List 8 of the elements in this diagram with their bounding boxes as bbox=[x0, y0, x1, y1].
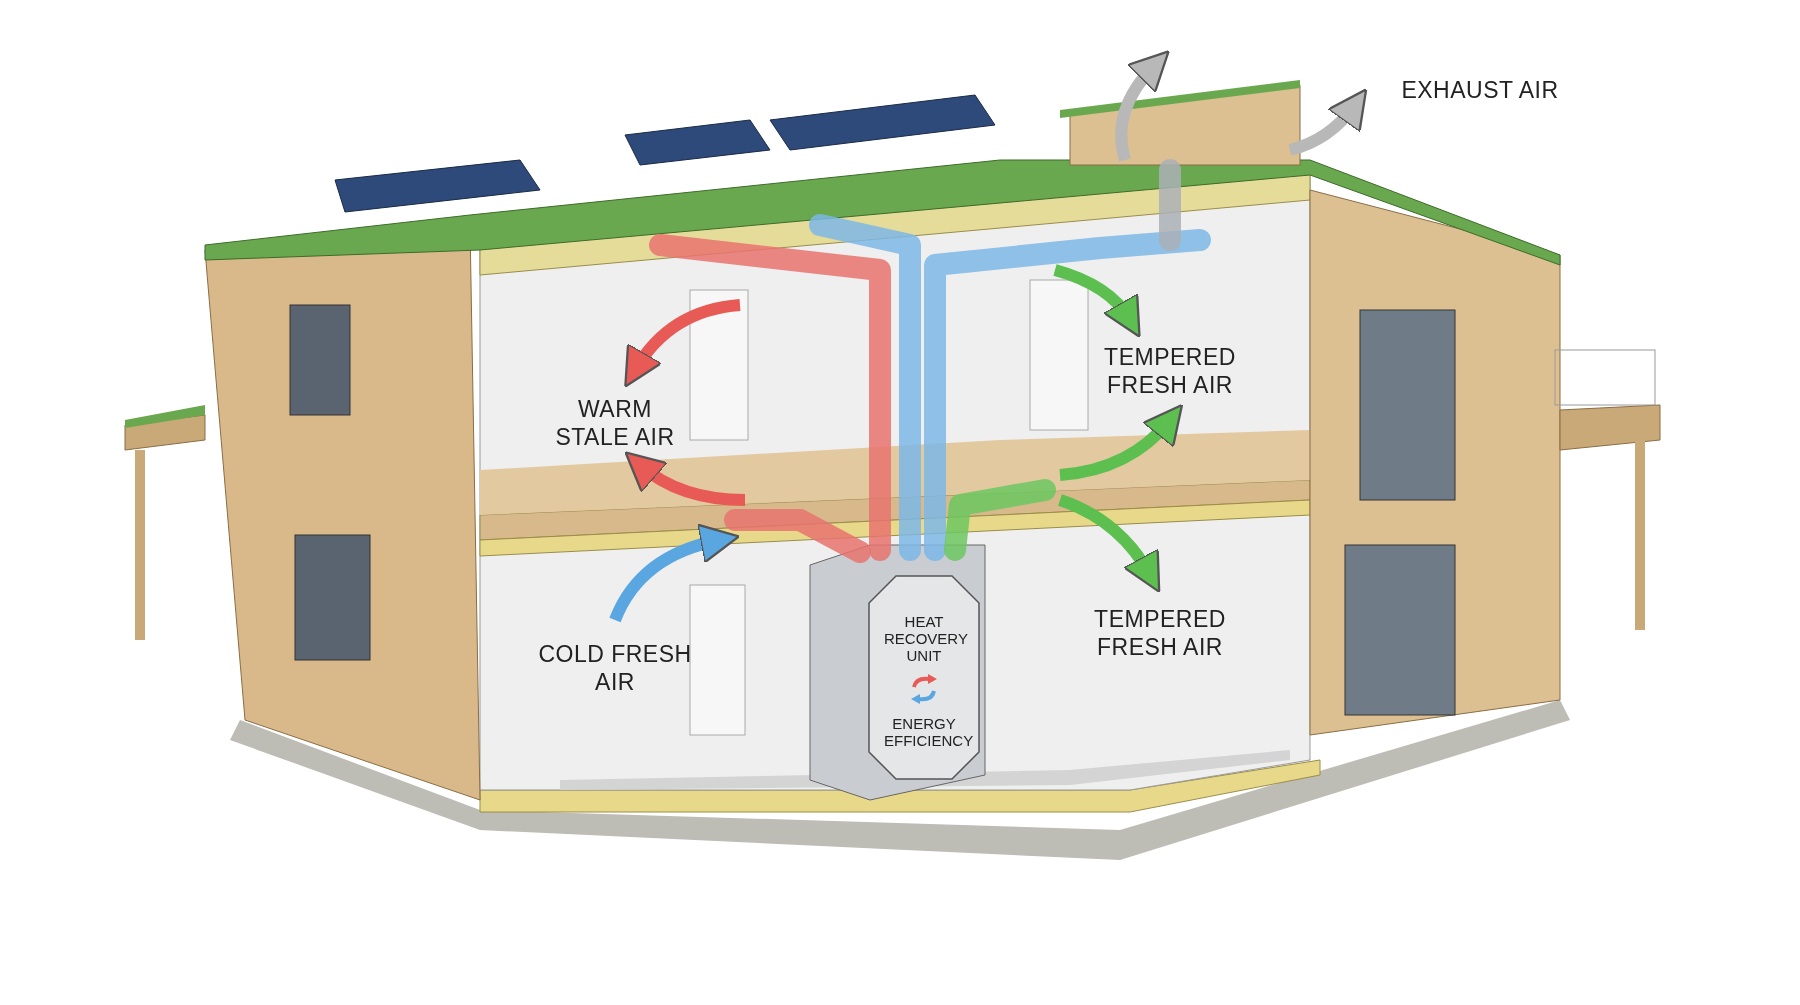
heat-recovery-panel bbox=[868, 575, 980, 780]
air-flow-label: WARM STALE AIR bbox=[554, 395, 676, 451]
unit-label: ENERGY EFFICIENCY bbox=[883, 715, 975, 749]
air-flow-label: EXHAUST AIR bbox=[1400, 76, 1560, 104]
air-flow-label: TEMPERED FRESH AIR bbox=[1103, 343, 1237, 399]
air-flow-label: TEMPERED FRESH AIR bbox=[1093, 605, 1227, 661]
unit-label: HEAT RECOVERY UNIT bbox=[883, 613, 969, 664]
air-flow-label: COLD FRESH AIR bbox=[537, 640, 693, 696]
